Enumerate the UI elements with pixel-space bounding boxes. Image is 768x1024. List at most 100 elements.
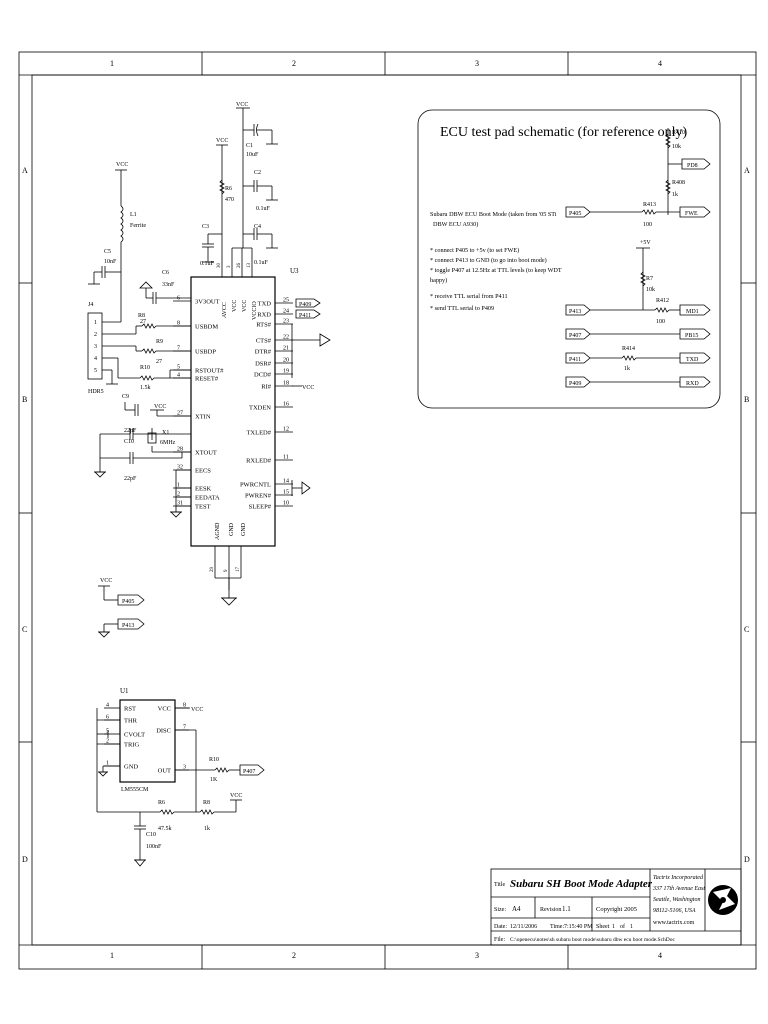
title-label: Title <box>494 882 505 888</box>
r6-ref: R6 <box>225 186 232 192</box>
title-block: Title Subaru SH Boot Mode Adapter Size: … <box>490 868 742 946</box>
u3-right-pin-number: 14 <box>283 479 289 485</box>
c3-ref: C3 <box>202 224 209 230</box>
r10-value: 1.5k <box>140 385 151 391</box>
c1-value: 10uF <box>246 152 259 158</box>
c3-value: 0.1uF <box>200 261 215 267</box>
crystal-network: VCC C9 22pF X1 6MHz C10 22pF <box>94 394 191 518</box>
l1-value: Ferrite <box>130 223 146 229</box>
j4-pin: 2 <box>94 332 97 338</box>
c2-ref: C2 <box>254 170 261 176</box>
u1-left-pin-number: 4 <box>106 703 109 709</box>
file-path: C:\openecu\notes\sh subaru boot mode\sub… <box>510 937 676 943</box>
u3-right-pin-name: SLEEP# <box>249 504 272 511</box>
u3-left-pin-name: TEST <box>195 504 211 511</box>
size-label: Size: <box>494 907 506 913</box>
ecu-instruction-line: * connect P405 to +5v (to set FWE) <box>430 247 519 254</box>
r410-value: 10k <box>672 144 681 150</box>
u3-right-pin-name: TXD <box>258 301 272 308</box>
date-value: 12/11/2006 <box>510 924 537 930</box>
u3-left-pin-number: 2 <box>177 492 180 498</box>
net-p409: P409 <box>299 302 311 308</box>
net-p411: P411 <box>299 313 311 319</box>
ecu-instruction-line: * receive TTL serial from P411 <box>430 293 508 300</box>
u3-left-pin-number: 7 <box>177 346 180 352</box>
vcc-label: VCC <box>116 162 128 168</box>
sheet-total: 1 <box>630 924 633 930</box>
u3-right-pin-name: DTR# <box>255 349 272 356</box>
u3-left-pin-name: XTIN <box>195 414 211 421</box>
u3-pin-vcc: VCC <box>232 300 238 312</box>
u3-left-pin-name: RESET# <box>195 376 219 383</box>
u1-right-pin-number: 7 <box>183 725 186 731</box>
column-label-4: 4 <box>658 59 662 68</box>
u1-right-pin-number: 3 <box>183 765 186 771</box>
c9-value: 22pF <box>124 428 137 434</box>
r414-value: 1k <box>624 366 630 372</box>
ecu-instruction-line: * connect P413 to GND (to go into boot m… <box>430 257 547 264</box>
time-label: Time: <box>550 924 564 930</box>
j4-pin: 4 <box>94 356 97 362</box>
j4-pin: 3 <box>94 344 97 350</box>
u3-pin-num: 30 <box>217 263 222 269</box>
port-rxd: RXD <box>686 381 699 387</box>
row-label-c: C <box>22 625 27 634</box>
boot-tieoffs: VCC P405 P413 <box>98 578 145 638</box>
port-p407: P407 <box>569 333 581 339</box>
u3-right-pin-number: 21 <box>283 346 289 352</box>
company-line: www.tactrix.com <box>653 920 695 926</box>
u3-left-pin-name: EESK <box>195 486 212 493</box>
u3-right-pin-number: 22 <box>283 335 289 341</box>
r7-value: 10k <box>646 287 655 293</box>
u3-right-pin-name: RI# <box>261 384 272 391</box>
ecu-mode-note-line: DBW ECU A930) <box>433 221 478 228</box>
sheet-number: 1 <box>612 924 615 930</box>
supply-5v: +5V <box>640 240 651 246</box>
company-logo-icon <box>708 885 738 915</box>
u3-left-pin-name: USBDM <box>195 324 218 331</box>
r10-ref: R10 <box>140 365 150 371</box>
c6-ref: C6 <box>162 270 169 276</box>
vcc-label: VCC <box>236 102 248 108</box>
u1-right-pin-name: OUT <box>158 768 171 775</box>
u1-left-pin-name: RST <box>124 706 136 713</box>
u3-left-pin-name: EEDATA <box>195 495 220 502</box>
u3-left-pin-number: 5 <box>177 365 180 371</box>
c4-ref: C4 <box>254 224 261 230</box>
r408-ref: R408 <box>672 180 685 186</box>
date-label: Date: <box>494 924 507 930</box>
company-line: 337 17th Avenue East <box>652 886 705 892</box>
u1-left-pin-name: GND <box>124 764 138 771</box>
r9-ref: R9 <box>156 339 163 345</box>
ecu-mode-note-line: Subaru DBW ECU Boot Mode (taken from '05… <box>430 211 557 218</box>
u3-right-pin-name: RXD <box>257 312 271 319</box>
u3-pin-num: 3 <box>227 265 232 268</box>
u3-right-pin-name: RXLED# <box>246 458 272 465</box>
u3-pin-gnd: GND <box>229 522 235 536</box>
x1-value: 6MHz <box>160 440 176 446</box>
u3-pin-agnd: AGND <box>215 522 221 540</box>
company-line: Tactrix Incorporated <box>653 875 704 881</box>
u3-pin-num: 9 <box>224 569 229 572</box>
u3-right-pin-number: 15 <box>283 490 289 496</box>
u1-left-pin-number: 2 <box>106 739 109 745</box>
u1-right-pin-name: DISC <box>156 728 171 735</box>
u3-pin-num: 17 <box>236 567 241 573</box>
u3-right-pin-name: DCD# <box>254 372 272 379</box>
ecu-instruction-line: happy) <box>430 277 447 284</box>
u3-right-nets: P409 P411 VCC <box>291 298 331 496</box>
row-label-a: A <box>22 166 28 175</box>
size-value: A4 <box>512 905 521 913</box>
r8b-ref: R8 <box>203 800 210 806</box>
port-pb15: PB15 <box>685 333 698 339</box>
u1-part: LM555CM <box>121 787 149 793</box>
vcc-label: VCC <box>230 793 242 799</box>
u3-right-pin-name: PWRCNTL <box>240 482 271 489</box>
u3-pin-num: 26 <box>237 263 242 269</box>
u3-right-pins: 25TXD24RXD23RTS#22CTS#21DTR#20DSR#19DCD#… <box>240 298 293 511</box>
company-line: 98112-5106, USA <box>653 908 696 914</box>
u1-left-pin-name: TRIG <box>124 742 139 749</box>
u3-pin-num: 13 <box>247 263 252 269</box>
